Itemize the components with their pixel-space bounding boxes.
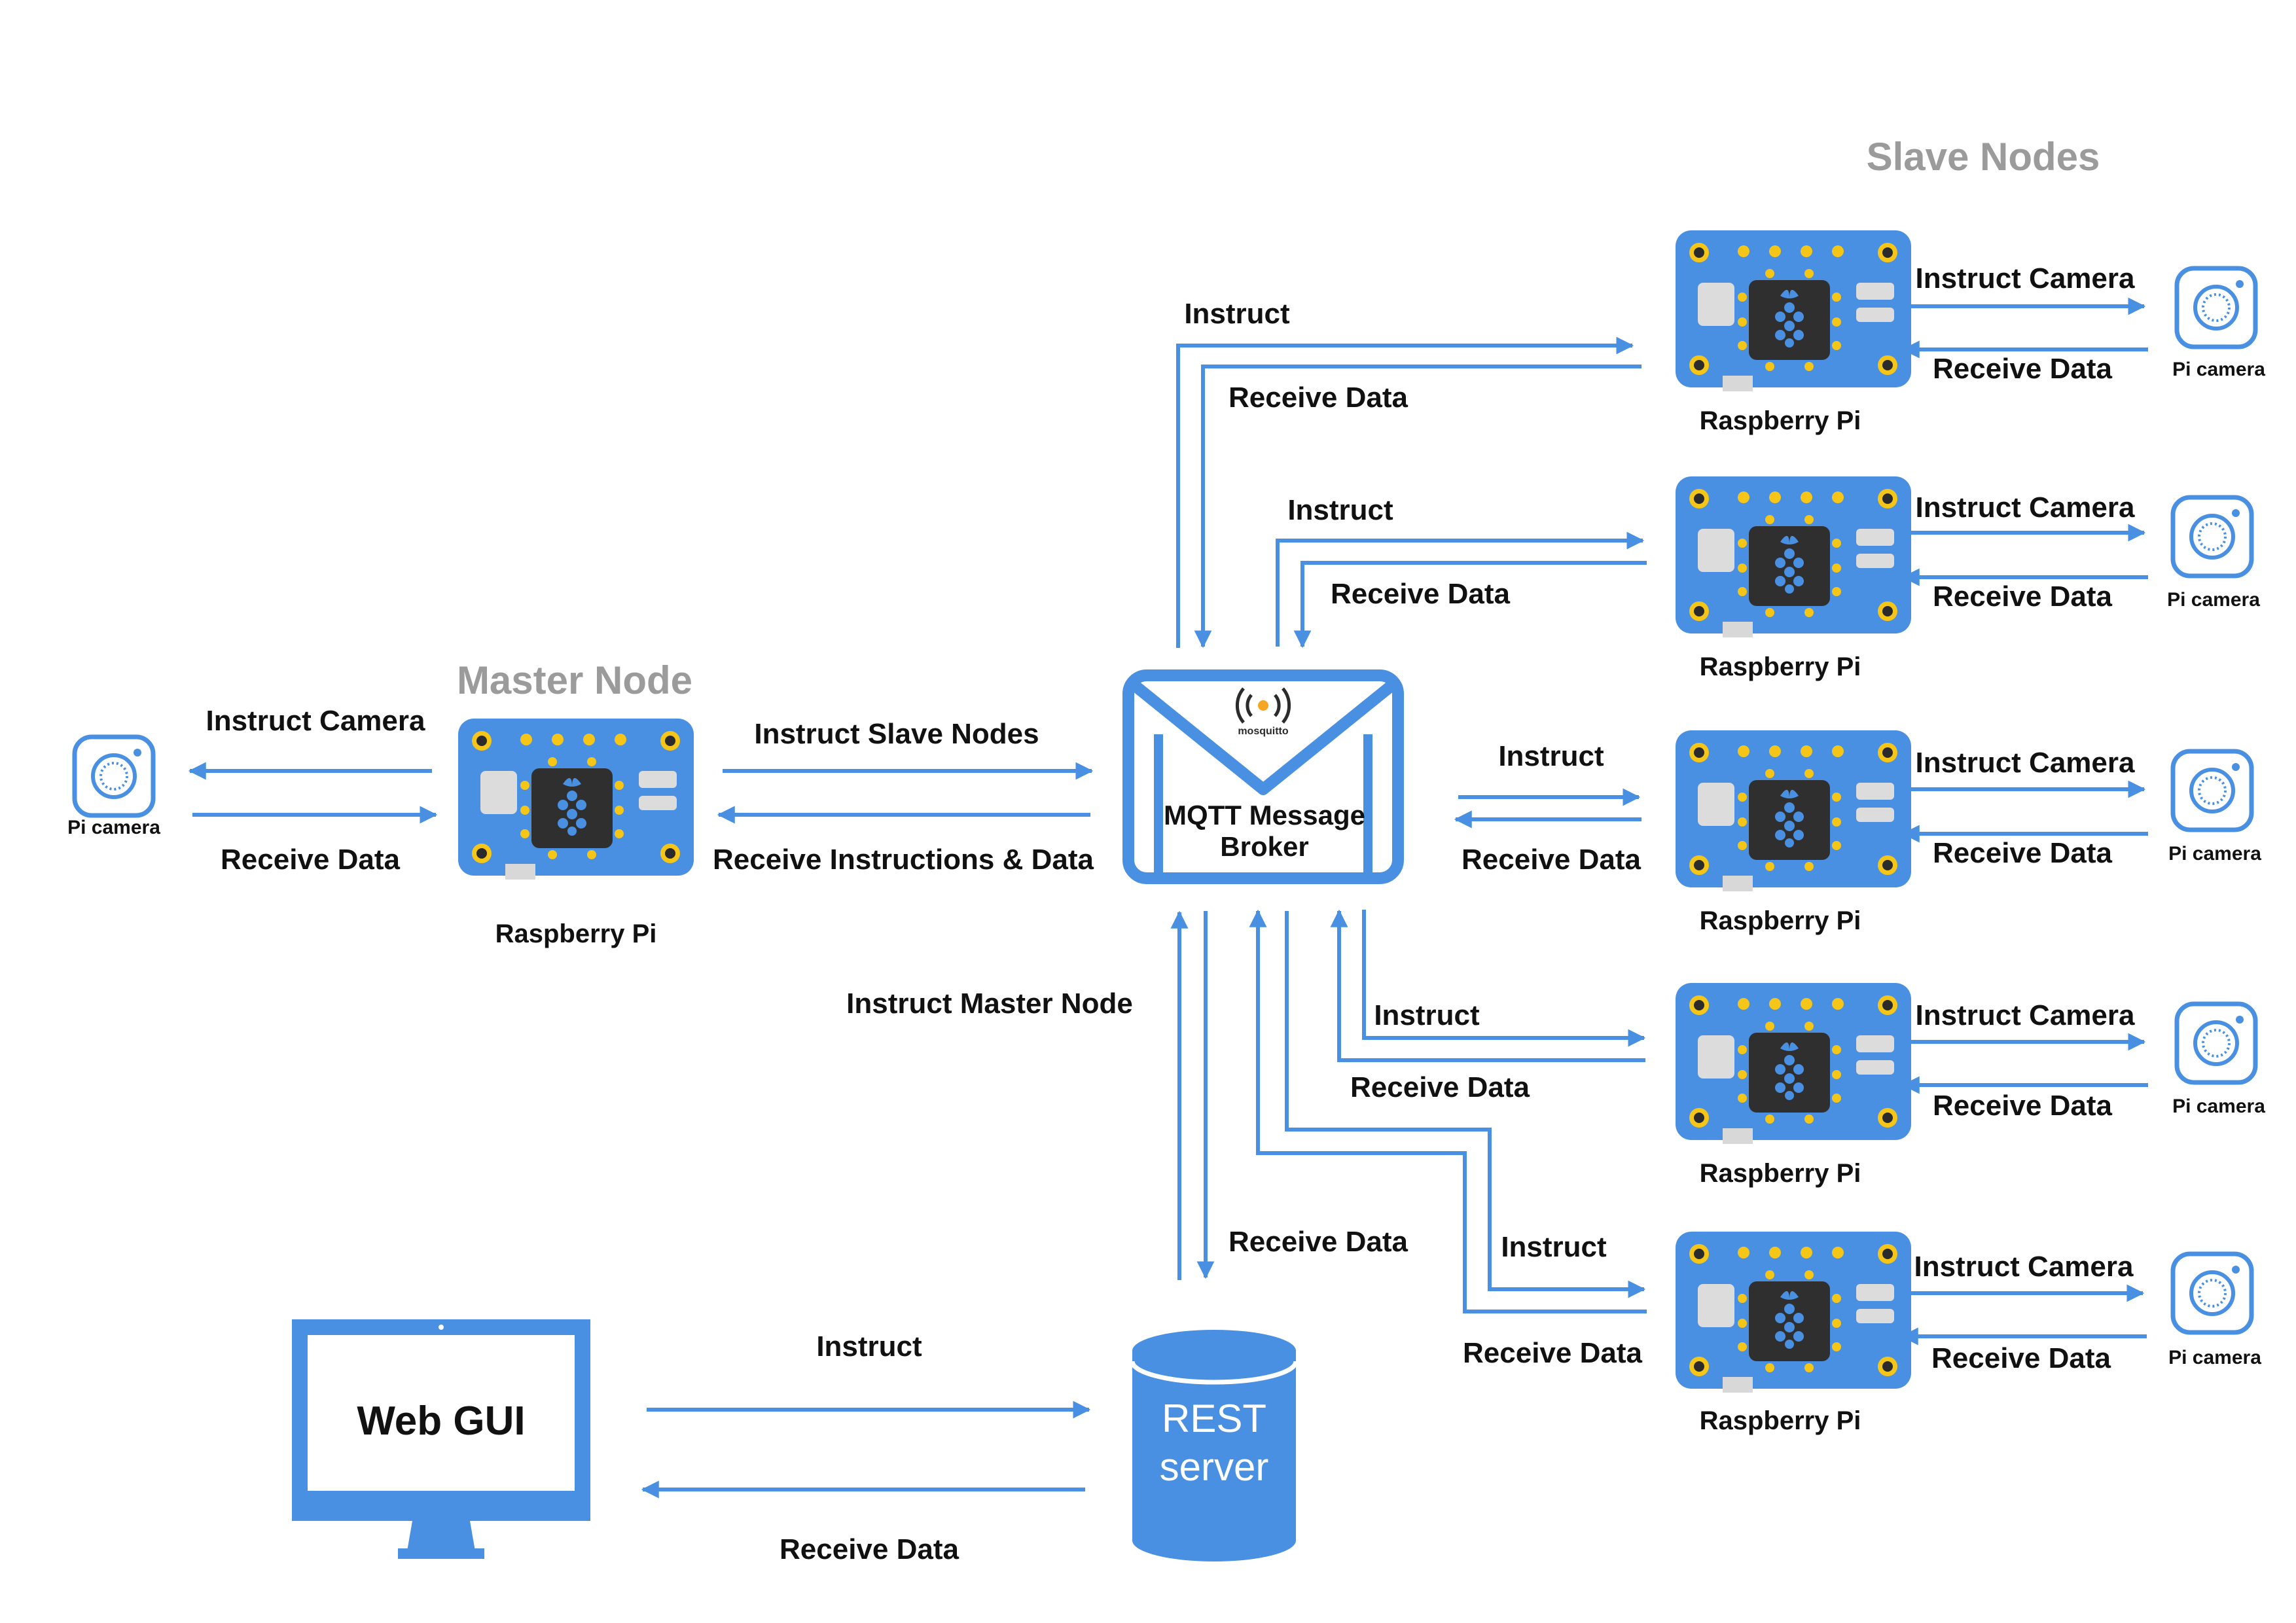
mosquitto-logo-text: mosquitto <box>1238 726 1289 737</box>
rest-title-line1: REST <box>1162 1397 1266 1440</box>
web-receive-data-label: Receive Data <box>780 1533 959 1565</box>
slave-4-camera-icon <box>2177 1004 2255 1082</box>
slave-3-camera-icon <box>2173 751 2251 830</box>
slave-5-receive-label: Receive Data <box>1463 1337 1642 1369</box>
instruct-master-node-label: Instruct Master Node <box>846 988 1133 1020</box>
slave-4-instruct-arrow <box>1362 910 1646 1047</box>
slave-1-pi-label: Raspberry Pi <box>1700 406 1861 435</box>
master-camera-icon <box>75 737 153 815</box>
slave-1-receive-camera-label: Receive Data <box>1933 353 2112 385</box>
slave-4-pi-label: Raspberry Pi <box>1700 1159 1861 1188</box>
slave-2-pi-board-icon <box>1676 476 1911 637</box>
slave-1-instruct-label: Instruct <box>1184 298 1290 330</box>
slave-4-receive-label: Receive Data <box>1350 1071 1530 1103</box>
slave-1-receive-arrow <box>1194 365 1641 649</box>
slave-5-camera-icon <box>2173 1254 2251 1332</box>
slave-2-instruct-label: Instruct <box>1287 494 1393 526</box>
slave-4-instruct-label: Instruct <box>1374 999 1480 1031</box>
slave-2-instruct-camera-label: Instruct Camera <box>1915 491 2135 524</box>
slave-2-camera-icon <box>2173 497 2251 576</box>
mqtt-broker: mosquitto MQTT Message Broker <box>1122 669 1404 884</box>
slave-2-receive-arrow <box>1293 561 1647 649</box>
slave-5-pi-label: Raspberry Pi <box>1700 1406 1861 1435</box>
slave-1-instruct-camera-label: Instruct Camera <box>1915 262 2135 294</box>
slave-2-pi-label: Raspberry Pi <box>1700 652 1861 681</box>
slave-3-instruct-camera-label: Instruct Camera <box>1915 747 2135 779</box>
slave-4-receive-arrow <box>1330 909 1645 1062</box>
master-instruct-camera-label: Instruct Camera <box>206 705 425 737</box>
receive-instructions-label: Receive Instructions & Data <box>713 844 1094 876</box>
database-icon <box>1130 1330 1299 1561</box>
web-gui: Web GUI <box>292 1319 590 1559</box>
broker-title-line1: MQTT Message <box>1164 800 1365 830</box>
web-gui-title: Web GUI <box>357 1399 525 1444</box>
slave-5-receive-arrow <box>1249 909 1647 1313</box>
wifi-icon <box>1235 687 1291 724</box>
broker-title-line2: Broker <box>1220 831 1308 862</box>
envelope-icon <box>1122 669 1404 884</box>
slave-2-receive-label: Receive Data <box>1331 578 1510 610</box>
instruct-slave-nodes-label: Instruct Slave Nodes <box>754 718 1039 750</box>
slave-5-instruct-arrow <box>1285 911 1646 1298</box>
slave-2-camera-label: Pi camera <box>2167 589 2260 611</box>
master-pi-board-icon <box>458 719 694 880</box>
master-pi-label: Raspberry Pi <box>495 919 657 948</box>
slave-2-receive-camera-label: Receive Data <box>1933 580 2112 613</box>
slave-1-receive-label: Receive Data <box>1229 382 1408 414</box>
slave-5-instruct-label: Instruct <box>1501 1231 1607 1263</box>
master-receive-camera-label: Receive Data <box>221 844 400 876</box>
master-node-heading: Master Node <box>457 658 692 702</box>
slave-3-pi-board-icon <box>1676 730 1911 891</box>
slave-2-instruct-arrow <box>1276 531 1645 647</box>
slave-3-receive-camera-label: Receive Data <box>1933 837 2112 869</box>
slave-5-receive-camera-label: Receive Data <box>1931 1342 2111 1374</box>
slave-3-pi-label: Raspberry Pi <box>1700 906 1861 935</box>
slave-3-camera-label: Pi camera <box>2168 843 2261 865</box>
slave-4-receive-camera-label: Receive Data <box>1933 1090 2112 1122</box>
slave-1-camera-icon <box>2177 268 2255 347</box>
slave-1-instruct-arrow <box>1176 336 1634 648</box>
slave-nodes-heading: Slave Nodes <box>1867 135 2100 179</box>
slave-4-camera-label: Pi camera <box>2172 1096 2265 1117</box>
slave-4-instruct-camera-label: Instruct Camera <box>1915 999 2135 1031</box>
slave-5-pi-board-icon <box>1676 1232 1911 1393</box>
monitor-icon <box>292 1319 590 1559</box>
rest-server: REST server <box>1130 1330 1299 1561</box>
slave-3-receive-label: Receive Data <box>1462 844 1641 876</box>
slave-5-camera-label: Pi camera <box>2168 1347 2261 1368</box>
slave-1-pi-board-icon <box>1676 230 1911 391</box>
broker-receive-data-label: Receive Data <box>1229 1226 1408 1258</box>
rest-title-line2: server <box>1160 1445 1269 1489</box>
slave-5-instruct-camera-label: Instruct Camera <box>1914 1251 2134 1283</box>
slave-3-instruct-label: Instruct <box>1498 740 1604 772</box>
master-camera-label: Pi camera <box>67 817 160 838</box>
slave-4-pi-board-icon <box>1676 983 1911 1144</box>
slave-1-camera-label: Pi camera <box>2172 359 2265 380</box>
web-instruct-label: Instruct <box>816 1330 922 1363</box>
